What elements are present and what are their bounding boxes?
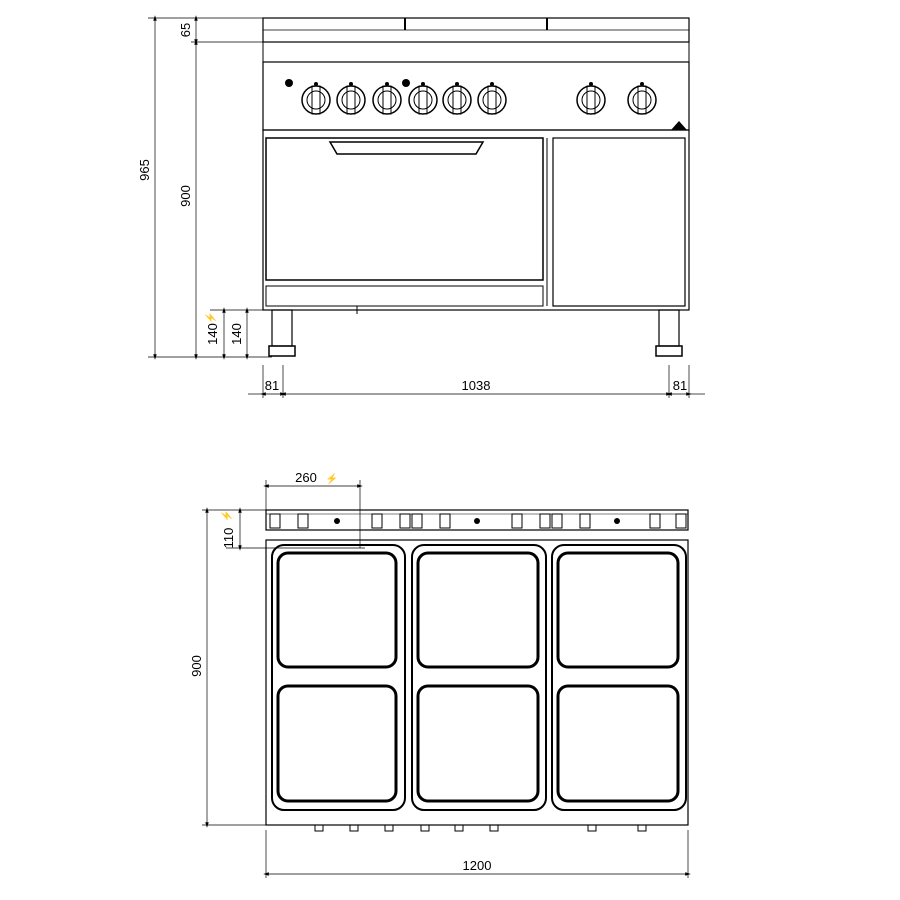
dim-depth: 900 [189,655,204,677]
knob-icon [301,82,331,115]
top-surface [265,539,689,826]
cupboard-door [552,137,686,307]
dim-right-offset: 81 [673,378,687,393]
top-view: 260 ⚡ 110 ⚡ 900 1200 [189,470,691,878]
front-body [262,129,690,311]
oven-handle [328,141,485,155]
dim-body-height: 900 [178,185,193,207]
top-front-knobs [314,824,647,832]
knob-icon [372,82,402,115]
dim-width: 1200 [463,858,492,873]
oven-base-strip [265,285,544,307]
hot-plate [556,551,680,669]
hot-plate [276,551,398,669]
knob-icon [442,82,472,115]
hob-zone-frame [411,544,547,811]
hot-plate [416,551,540,669]
hot-plate [416,684,540,803]
knob-icon [336,82,366,115]
hob-zone-frame [271,544,406,811]
hot-plates [276,551,680,803]
electric-icon: ⚡ [326,472,338,485]
warning-triangle-icon [671,121,687,130]
dim-connection-offset: 260 [295,470,317,485]
top-dims [202,480,691,878]
top-control-strip [265,509,689,531]
dim-connection-depth: 110 [221,528,236,549]
electric-icon: ⚡ [220,510,233,522]
indicator-lamp [285,79,293,87]
oven-door [265,137,544,281]
knob-icon [408,82,438,115]
dim-top-height: 65 [178,23,193,37]
front-horizontal-dims [248,365,705,398]
front-leg-right [655,309,683,357]
dim-leg-height: 140 [229,323,244,345]
dim-leg-height-electric: 140 [205,323,220,345]
front-view: 965 65 900 140 ⚡ 140 81 1038 81 [137,15,705,398]
front-control-panel [262,61,690,131]
front-leg-left [268,309,296,357]
knob-row [301,82,657,115]
indicator-lamp [402,79,410,87]
dim-leg-span: 1038 [462,378,491,393]
electric-icon: ⚡ [204,312,217,324]
knob-icon [477,82,507,115]
dim-total-height: 965 [137,159,152,181]
hot-plate [276,684,398,803]
hob-zone-frame [551,544,687,811]
strip-details [269,513,687,529]
dim-left-offset: 81 [265,378,279,393]
front-vertical-dims [148,15,272,360]
hot-plate [556,684,680,803]
knob-icon [627,82,657,115]
knob-icon [576,82,606,115]
